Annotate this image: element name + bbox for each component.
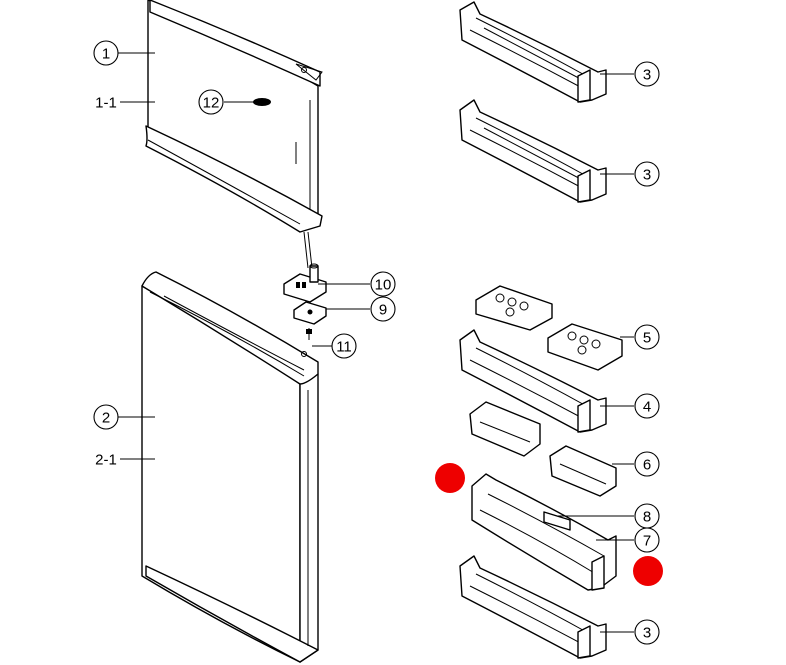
red-dot-marker bbox=[633, 556, 663, 586]
door-bin-top bbox=[459, 1, 607, 103]
door-bin-upper bbox=[459, 99, 607, 203]
fridge-door bbox=[141, 271, 319, 663]
door-bin-bottom bbox=[459, 555, 607, 659]
hinge-bracket bbox=[283, 263, 327, 303]
svg-text:10: 10 bbox=[375, 277, 392, 294]
middle-hinge-shaft bbox=[303, 231, 313, 269]
callout-8: 8 bbox=[634, 503, 660, 529]
callout-3-upper: 3 bbox=[634, 161, 660, 187]
callout-7: 7 bbox=[634, 527, 660, 553]
door-bin-middle bbox=[459, 329, 607, 433]
small-basket-left bbox=[469, 401, 541, 457]
callout-1: 1 bbox=[93, 40, 119, 66]
freezer-door bbox=[145, 0, 323, 233]
svg-text:1: 1 bbox=[102, 46, 110, 63]
small-basket-right bbox=[549, 445, 617, 497]
svg-text:3: 3 bbox=[643, 625, 651, 642]
logo-badge bbox=[253, 98, 271, 106]
svg-text:5: 5 bbox=[643, 330, 651, 347]
callout-4: 4 bbox=[634, 393, 660, 419]
callout-11: 11 bbox=[331, 333, 357, 359]
svg-text:3: 3 bbox=[643, 67, 651, 84]
svg-text:9: 9 bbox=[379, 302, 387, 319]
egg-tray-front bbox=[547, 323, 623, 371]
svg-text:6: 6 bbox=[643, 457, 651, 474]
callout-5: 5 bbox=[634, 324, 660, 350]
svg-text:4: 4 bbox=[643, 399, 651, 416]
hinge-plate bbox=[293, 301, 327, 325]
svg-text:7: 7 bbox=[643, 533, 651, 550]
svg-text:3: 3 bbox=[643, 167, 651, 184]
red-dot-marker bbox=[435, 463, 465, 493]
callout-2-1: 2-1 bbox=[95, 452, 117, 469]
svg-text:8: 8 bbox=[643, 509, 651, 526]
callout-12: 12 bbox=[198, 89, 224, 115]
svg-text:2-1: 2-1 bbox=[95, 452, 117, 469]
callout-1-1: 1-1 bbox=[95, 95, 117, 112]
svg-text:2: 2 bbox=[102, 410, 110, 427]
hinge-screw bbox=[306, 328, 312, 340]
bottle-bin bbox=[471, 473, 617, 591]
callout-3-bottom: 3 bbox=[634, 619, 660, 645]
callout-2: 2 bbox=[93, 404, 119, 430]
egg-tray-rear bbox=[475, 285, 553, 331]
callout-3-top: 3 bbox=[634, 61, 660, 87]
callout-6: 6 bbox=[634, 451, 660, 477]
svg-text:12: 12 bbox=[203, 95, 220, 112]
callout-10: 10 bbox=[370, 271, 396, 297]
svg-text:1-1: 1-1 bbox=[95, 95, 117, 112]
svg-text:11: 11 bbox=[336, 339, 352, 356]
callout-9: 9 bbox=[370, 296, 396, 322]
